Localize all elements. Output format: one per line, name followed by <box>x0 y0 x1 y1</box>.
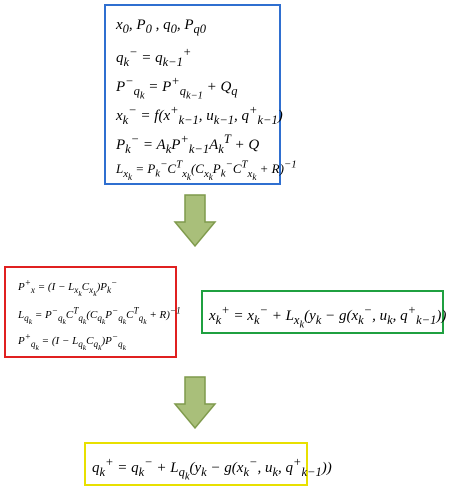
equation-lq-gain: Lqk = P−qkCTqk(CqkP−qkCTqk + R)−1 <box>18 305 181 326</box>
equation-p-predict: Pk− = AkP+k−1AkT + Q <box>116 132 260 156</box>
prediction-box: x0, P0 , q0, Pq0 qk− = qk−1+ P−qk = P+qk… <box>104 4 297 185</box>
covariance-update-box: P+x = (I − LxkCxk)Pk− Lqk = P−qkCTqk(Cqk… <box>4 266 181 358</box>
equation-px-update: P+x = (I − LxkCxk)Pk− <box>18 277 118 298</box>
equation-pq-predict: P−qk = P+qk−1 + Qq <box>116 74 238 102</box>
equation-x-predict: xk− = f(x+k−1, uk−1, q+k−1) <box>116 103 283 127</box>
parameter-update-box: qk+ = qk− + Lqk(yk − g(xk−, uk, q+k−1)) <box>84 442 332 486</box>
down-arrow-icon <box>173 376 217 430</box>
equation-lx-gain: Lxk = Pk−CTxk(CxkPk−CTxk + R)−1 <box>116 159 297 183</box>
equation-x-update: xk+ = xk− + Lxk(yk − g(xk−, uk, q+k−1)) <box>209 303 447 331</box>
down-arrow-icon <box>173 194 217 248</box>
equation-initial-values: x0, P0 , q0, Pq0 <box>116 18 206 36</box>
state-update-box: xk+ = xk− + Lxk(yk − g(xk−, uk, q+k−1)) <box>201 290 447 334</box>
equation-pq-update: P+qk = (I − LqkCqk)P−qk <box>18 331 127 352</box>
initial-values-text: x0, P0 , q0, Pq0 <box>116 17 207 36</box>
equation-q-predict: qk− = qk−1+ <box>116 45 192 69</box>
equation-q-update: qk+ = qk− + Lqk(yk − g(xk−, uk, q+k−1)) <box>92 455 332 483</box>
